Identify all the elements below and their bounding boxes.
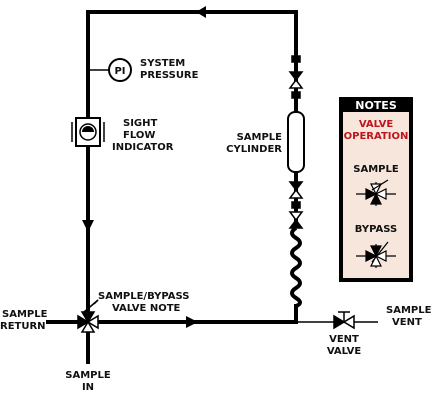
flex-hose: [290, 226, 302, 308]
sample-cylinder-label-2: CYLINDER: [226, 144, 282, 155]
sample-return-label-2: RETURN: [0, 321, 46, 332]
flow-arrow-bottom: [186, 316, 198, 328]
pressure-indicator: PI SYSTEM PRESSURE: [88, 58, 199, 82]
sample-in-label-1: SAMPLE: [65, 370, 111, 381]
upper-isolation-valves: [288, 55, 304, 99]
sample-bypass-valve: [77, 299, 99, 333]
sample-cylinder-label-1: SAMPLE: [237, 132, 283, 143]
notes-box: NOTES VALVE OPERATION SAMPLE BYPASS: [339, 97, 413, 282]
vent-valve-label-1: VENT: [329, 334, 359, 345]
sample-mode-valve-icon: [356, 179, 396, 206]
notes-bypass-label: BYPASS: [355, 224, 397, 235]
system-pressure-label-2: PRESSURE: [140, 70, 199, 81]
sight-flow-label-2: FLOW: [123, 130, 155, 141]
sample-vent-label-2: VENT: [392, 317, 422, 328]
flow-arrow-top: [196, 6, 206, 18]
sample-return-label-1: SAMPLE: [2, 309, 48, 320]
vent-valve-label-2: VALVE: [327, 346, 362, 357]
notes-title: NOTES: [355, 99, 397, 112]
sample-bypass-label-1: SAMPLE/BYPASS: [98, 291, 190, 302]
notes-subtitle-2: OPERATION: [344, 131, 409, 142]
flow-arrows: [82, 6, 206, 328]
bypass-mode-valve-icon: [356, 241, 396, 268]
sample-cylinder: SAMPLE CYLINDER: [226, 111, 305, 173]
flow-arrow-left: [82, 220, 94, 232]
sight-flow-indicator: SIGHT FLOW INDICATOR: [71, 117, 174, 153]
sight-flow-label-3: INDICATOR: [112, 142, 174, 153]
lower-isolation-valves: [288, 181, 304, 229]
vent-valve: [333, 311, 355, 330]
sight-flow-label-1: SIGHT: [123, 118, 158, 129]
pressure-indicator-label: PI: [114, 66, 125, 77]
sample-bypass-label-2: VALVE NOTE: [112, 303, 181, 314]
sample-in-label-2: IN: [82, 382, 94, 393]
sample-vent-label-1: SAMPLE: [386, 305, 432, 316]
notes-subtitle-1: VALVE: [359, 119, 394, 130]
notes-sample-label: SAMPLE: [353, 164, 399, 175]
system-pressure-label-1: SYSTEM: [140, 58, 185, 69]
